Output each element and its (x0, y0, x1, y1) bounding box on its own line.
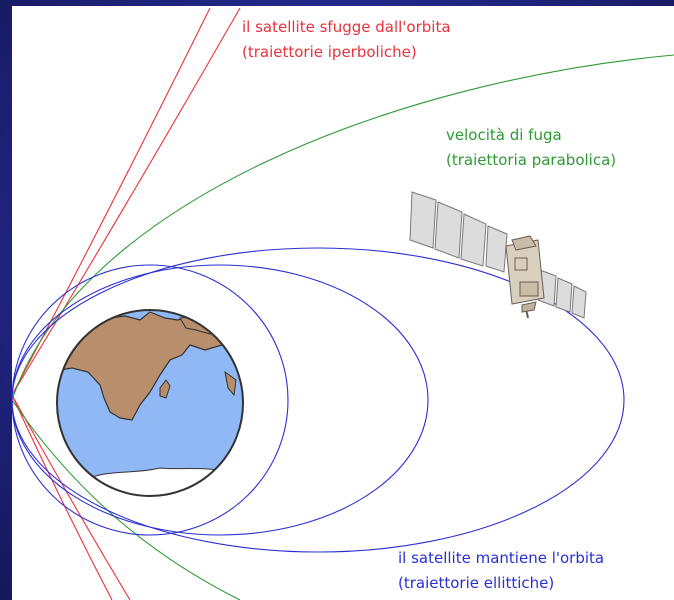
hyperbolic-trajectories (11, 7, 241, 600)
earth-landmass-madagascar (159, 379, 171, 399)
satellite-solar-panel-left (409, 191, 508, 273)
satellite-solar-panel-right (537, 269, 587, 319)
earth-landmass-india (224, 370, 237, 397)
parabolic-label-line1: velocità di fuga (446, 126, 562, 144)
elliptic-orbit-3 (11, 247, 625, 553)
elliptic-label-line2: (traiettorie ellittiche) (398, 574, 554, 592)
satellite-icon (409, 191, 587, 319)
hyperbolic-trajectory-2 (11, 7, 241, 396)
elliptic-trajectories (11, 247, 625, 553)
hyperbolic-label: il satellite sfugge dall'orbita (traiett… (242, 18, 451, 61)
parabolic-trajectory (11, 54, 674, 600)
satellite-body (505, 235, 545, 319)
parabolic-label: velocità di fuga (traiettoria parabolica… (446, 126, 616, 169)
elliptic-label-line1: il satellite mantiene l'orbita (398, 549, 604, 567)
earth-icon (56, 309, 244, 497)
elliptic-label: il satellite mantiene l'orbita (traietto… (398, 549, 604, 592)
parabolic-trajectory-lower (11, 399, 241, 600)
hyperbolic-label-line1: il satellite sfugge dall'orbita (242, 18, 451, 36)
parabolic-label-line2: (traiettoria parabolica) (446, 151, 616, 169)
hyperbolic-label-line2: (traiettorie iperboliche) (242, 43, 417, 61)
hyperbolic-trajectory-1-lower (11, 394, 113, 600)
parabolic-trajectory-upper (11, 54, 674, 401)
